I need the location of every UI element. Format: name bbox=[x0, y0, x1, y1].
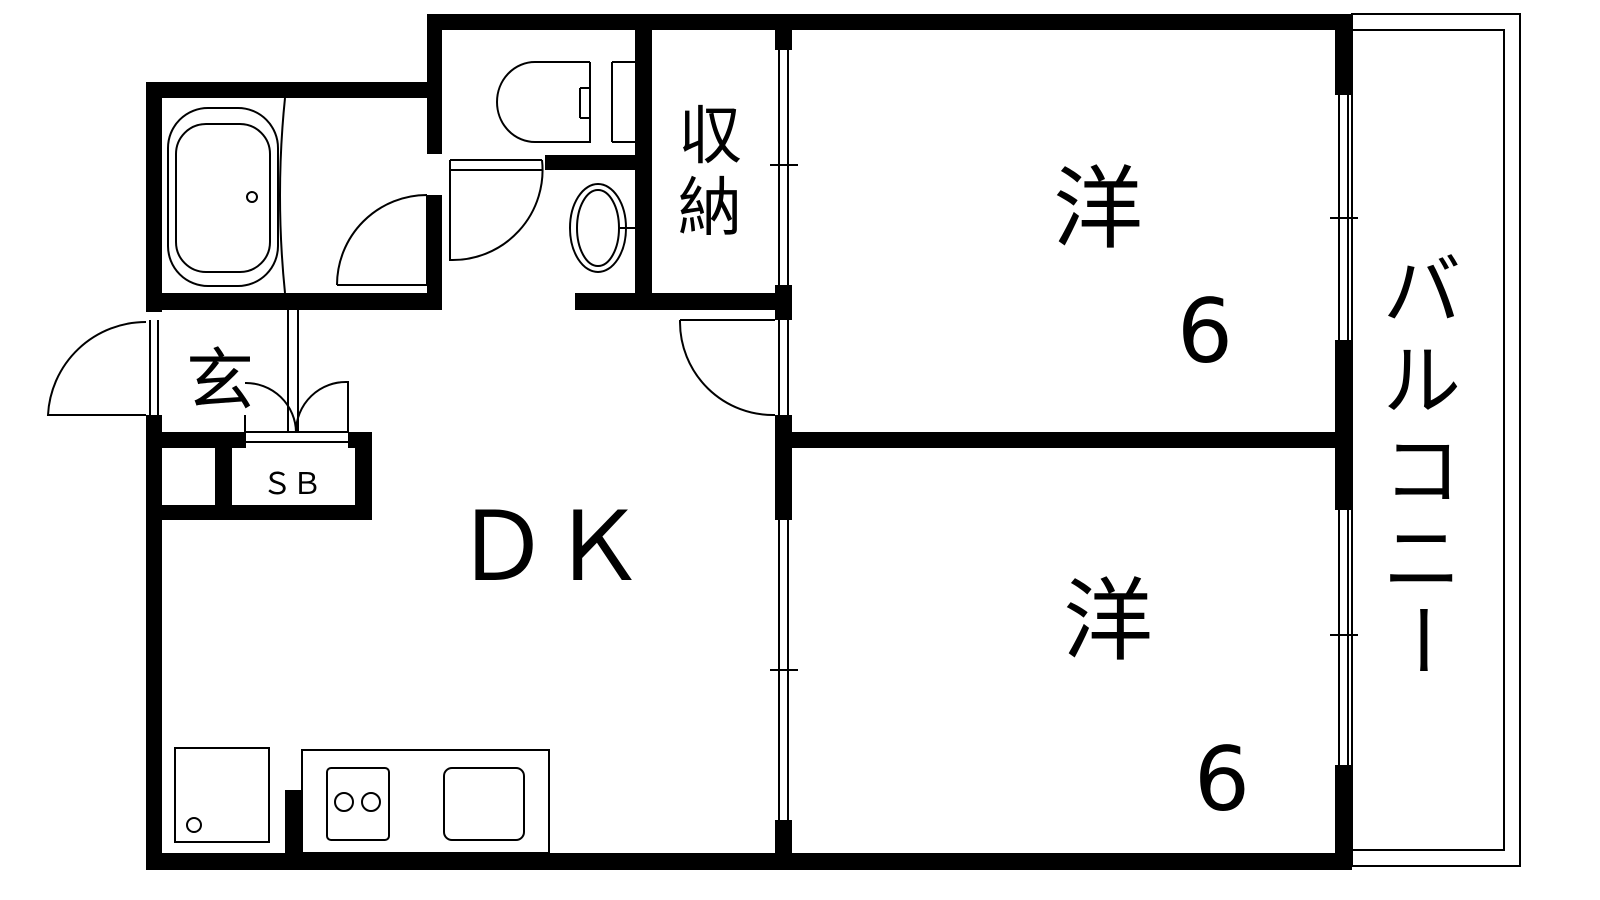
balcony-label-5: ー bbox=[1375, 601, 1465, 679]
doors bbox=[46, 97, 776, 443]
western-room-1-size: 6 bbox=[1177, 280, 1233, 383]
sink-icon bbox=[569, 183, 627, 273]
windows bbox=[149, 50, 1358, 820]
balcony-label-2: ル bbox=[1383, 337, 1461, 427]
entrance-label: 玄 bbox=[186, 342, 254, 421]
fixtures bbox=[167, 61, 635, 854]
western-room-2-label: 洋 bbox=[1063, 569, 1153, 674]
storage-label-1: 収 bbox=[678, 100, 742, 174]
storage-label-2: 納 bbox=[678, 172, 742, 246]
western-room-1-label: 洋 bbox=[1053, 157, 1143, 262]
western-room-2-size: 6 bbox=[1194, 728, 1250, 831]
balcony-label-4: ニ bbox=[1383, 515, 1461, 605]
balcony-label-1: バ bbox=[1383, 247, 1461, 337]
toilet-icon bbox=[496, 61, 635, 143]
balcony-label-3: コ bbox=[1383, 427, 1461, 517]
stove-icon bbox=[326, 767, 390, 841]
walls bbox=[146, 14, 1352, 870]
kitchen-sink-icon bbox=[443, 767, 525, 841]
washer-space bbox=[174, 747, 270, 843]
shoe-box-label: ＳＢ bbox=[262, 467, 322, 502]
kitchen-counter bbox=[301, 749, 550, 854]
bathtub-icon bbox=[167, 107, 279, 287]
dining-kitchen-label: ＤＫ bbox=[454, 491, 646, 603]
room-labels: 収 納 洋 6 洋 6 ＤＫ 玄 ＳＢ バ ル コ ニ ー bbox=[186, 100, 1465, 831]
